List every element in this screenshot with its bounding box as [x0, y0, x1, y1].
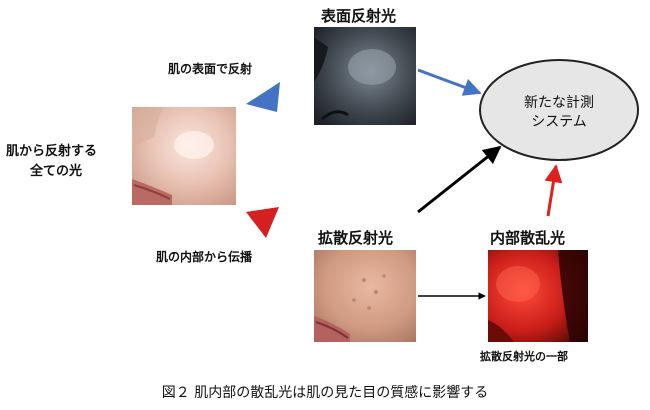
- arrow-surface-to-system: [418, 70, 480, 93]
- figure-caption: 図２ 肌内部の散乱光は肌の見た目の質感に影響する: [100, 382, 550, 402]
- arrow-scatter-to-system: [548, 166, 556, 216]
- label-incident-line2: 全ての光: [30, 160, 82, 179]
- label-diffuse-part: 拡散反射光の一部: [480, 348, 568, 364]
- label-internal-path: 肌の内部から伝播: [156, 248, 252, 265]
- label-diffuse-reflection: 拡散反射光: [318, 227, 393, 248]
- internal-path-triangle: [246, 207, 279, 238]
- arrow-diffuse-to-system: [418, 147, 500, 212]
- label-surface-path: 肌の表面で反射: [168, 60, 252, 77]
- system-label-line1: 新たな計測: [508, 92, 610, 112]
- label-surface-reflection: 表面反射光: [321, 5, 396, 26]
- system-label-line2: システム: [508, 111, 610, 131]
- label-incident-line1: 肌から反射する: [6, 140, 97, 159]
- surface-path-triangle: [246, 82, 280, 112]
- label-internal-scatter: 内部散乱光: [490, 227, 565, 248]
